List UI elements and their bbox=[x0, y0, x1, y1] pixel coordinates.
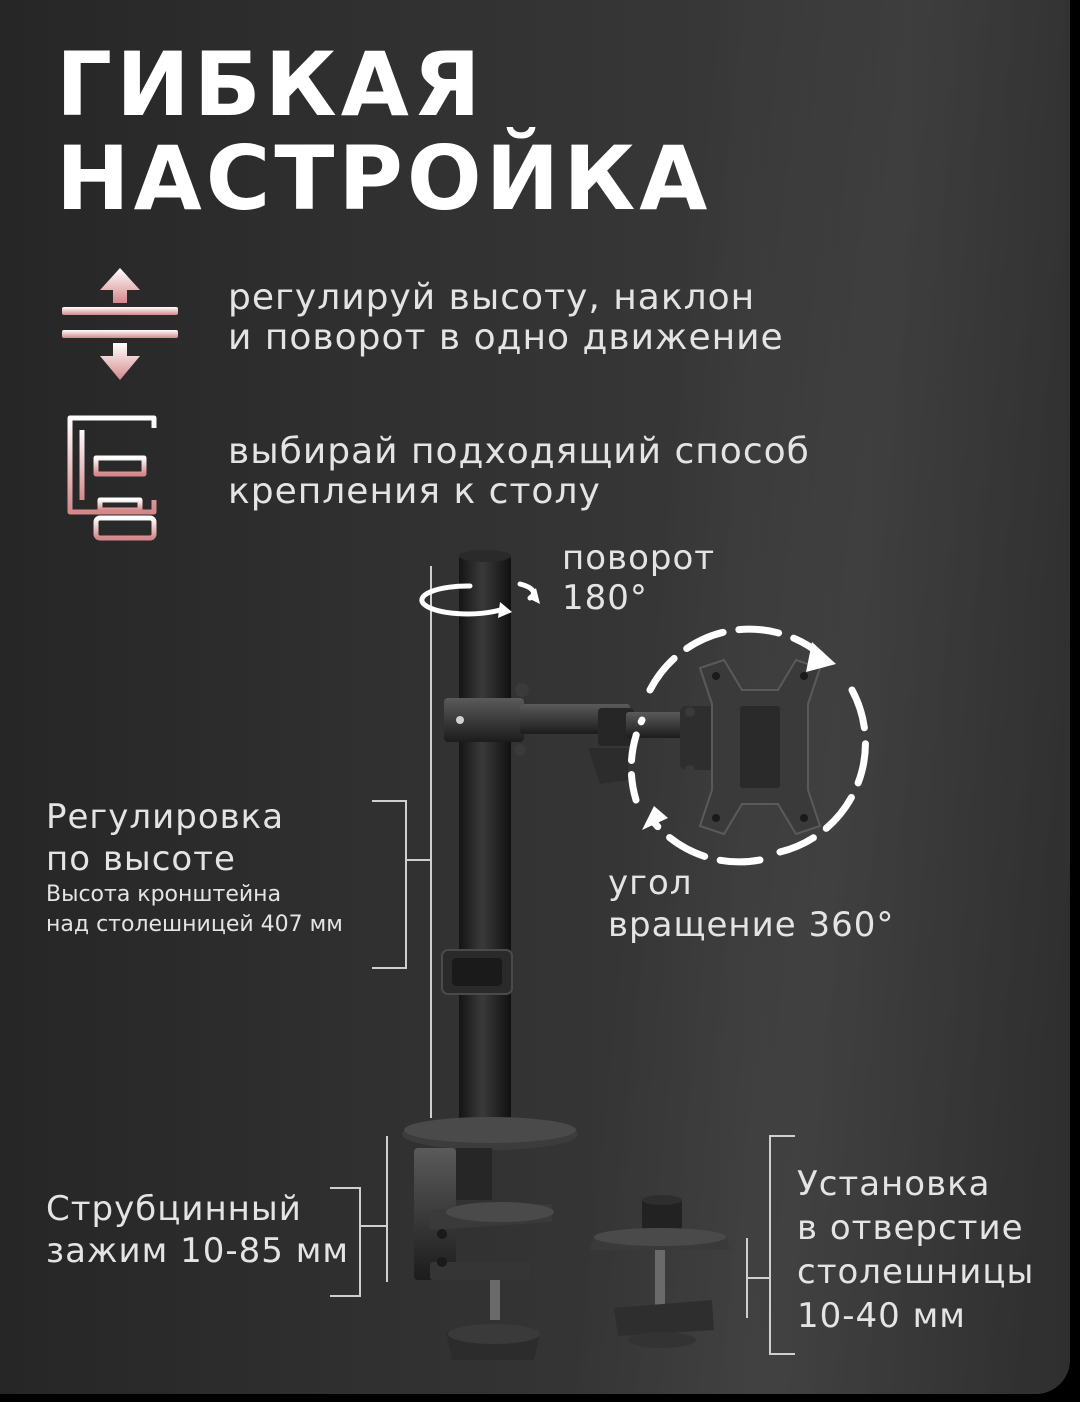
title-line-2: НАСТРОЙКА bbox=[56, 127, 712, 230]
rotation-arrow-icon bbox=[419, 581, 540, 618]
height-adjust-icon bbox=[62, 268, 178, 380]
grommet-label: Установка в отверстие столешницы 10-40 м… bbox=[797, 1162, 1034, 1338]
grommet-mount bbox=[590, 1195, 730, 1348]
page-title: ГИБКАЯ НАСТРОЙКА bbox=[56, 38, 711, 226]
rotation-label-line-2: 180° bbox=[562, 578, 648, 618]
height-lock bbox=[441, 949, 513, 995]
desk-clamp bbox=[402, 1117, 578, 1360]
angle-label-line-1: угол bbox=[608, 863, 693, 903]
arm bbox=[444, 683, 720, 784]
height-label: Регулировка по высоте Высота кронштейна … bbox=[46, 796, 343, 940]
angle-label: угол вращение 360° bbox=[608, 862, 894, 946]
grommet-label-line-1: Установка bbox=[797, 1164, 991, 1204]
feature-mount-line-2: крепления к столу bbox=[228, 471, 601, 512]
height-label-sub-1: Высота кронштейна bbox=[46, 882, 282, 907]
clamp-icon bbox=[67, 415, 157, 541]
feature-height-line-1: регулируй высоту, наклон bbox=[228, 277, 756, 318]
rotation-label: поворот 180° bbox=[562, 538, 715, 618]
clamp-label: Струбцинный зажим 10-85 мм bbox=[46, 1188, 349, 1272]
feature-height-line-2: и поворот в одно движение bbox=[228, 317, 784, 358]
height-label-sub-2: над столешницей 407 мм bbox=[46, 912, 343, 937]
feature-mount: выбирай подходящий способ крепления к ст… bbox=[228, 432, 810, 512]
feature-mount-line-1: выбирай подходящий способ bbox=[228, 431, 810, 472]
feature-height: регулируй высоту, наклон и поворот в одн… bbox=[228, 278, 784, 358]
grommet-label-line-3: столешницы bbox=[797, 1252, 1035, 1292]
height-label-line-2: по высоте bbox=[46, 839, 236, 879]
clamp-label-line-2: зажим 10-85 мм bbox=[46, 1231, 349, 1271]
title-line-1: ГИБКАЯ bbox=[56, 33, 485, 136]
clamp-label-line-1: Струбцинный bbox=[46, 1189, 302, 1229]
vesa-plate bbox=[698, 658, 822, 836]
grommet-label-line-2: в отверстие bbox=[797, 1208, 1024, 1248]
angle-label-line-2: вращение 360° bbox=[608, 905, 895, 945]
height-label-line-1: Регулировка bbox=[46, 797, 285, 837]
pole bbox=[459, 550, 511, 1133]
annotation-brackets bbox=[330, 566, 795, 1355]
rotation-360-arrow-icon bbox=[627, 625, 869, 866]
grommet-label-line-4: 10-40 мм bbox=[797, 1296, 966, 1336]
rotation-label-line-1: поворот bbox=[562, 538, 716, 578]
